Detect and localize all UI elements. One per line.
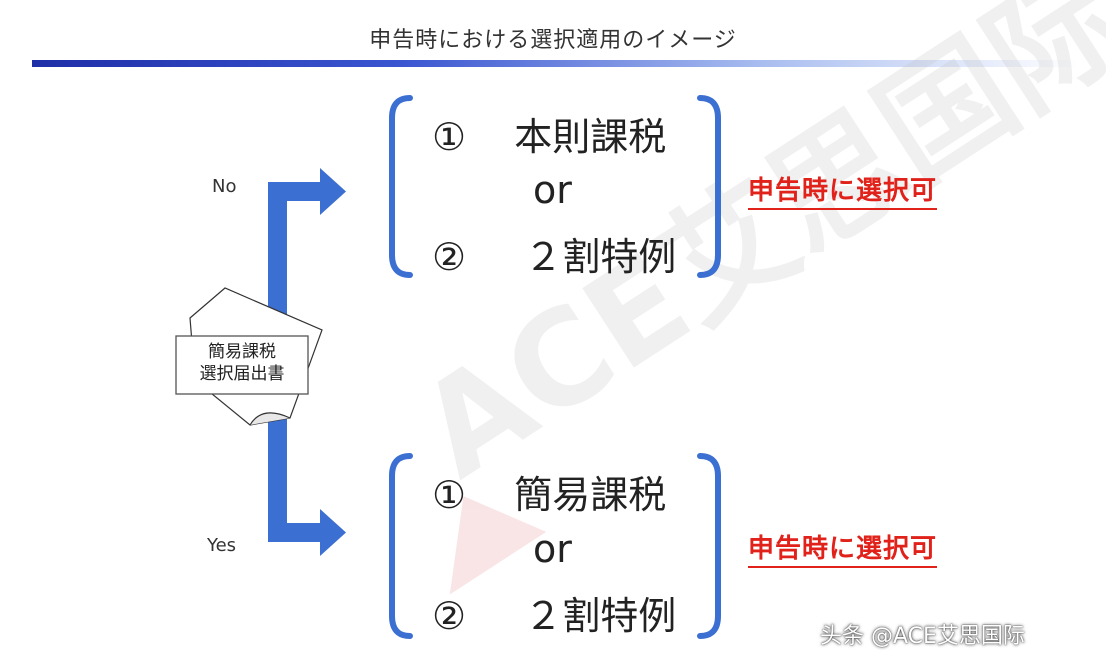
or-text-no: or — [533, 168, 572, 212]
bracket-yes-right — [697, 453, 721, 639]
flow-arrowhead-yes — [320, 509, 346, 556]
option-yes-2-text: ２割特例 — [524, 594, 677, 638]
bracket-yes-left — [389, 453, 413, 639]
watermark-logo-mark — [449, 496, 547, 595]
option-no-1-text: 本則課税 — [514, 115, 667, 159]
document-label-line1: 簡易課税 — [208, 342, 276, 362]
option-no-1-marker: ① — [432, 115, 467, 159]
branch-label-yes: Yes — [207, 535, 237, 556]
title-underline-bar — [32, 60, 1077, 67]
note-yes: 申告時に選択可 — [748, 528, 938, 568]
flow-stem-lower — [268, 405, 287, 542]
option-no-2: ② ２割特例 — [432, 226, 676, 281]
option-yes-1-marker: ① — [432, 473, 467, 517]
option-yes-1: ① 簡易課税 — [432, 464, 666, 519]
diagram-title: 申告時における選択適用のイメージ — [369, 28, 737, 53]
option-yes-2-marker: ② — [432, 594, 467, 638]
flow-stem-upper — [268, 182, 287, 320]
document-label-line2: 選択届出書 — [199, 364, 285, 384]
watermark-credit: 头条 @ACE艾思国际 — [820, 624, 1025, 649]
branch-label-no: No — [212, 176, 237, 197]
document-label-box — [175, 335, 309, 395]
document-label: 簡易課税 選択届出書 — [176, 341, 308, 385]
option-yes-1-text: 簡易課税 — [514, 473, 667, 517]
option-yes-2: ② ２割特例 — [432, 585, 676, 640]
flow-branch-no-line — [268, 182, 322, 201]
flow-arrowhead-no — [320, 168, 346, 215]
flow-branch-yes-line — [268, 523, 322, 542]
or-text-yes: or — [533, 527, 572, 571]
option-no-2-text: ２割特例 — [524, 235, 677, 279]
bracket-no-left — [389, 95, 413, 278]
bracket-no-right — [697, 95, 721, 278]
note-no: 申告時に選択可 — [748, 170, 938, 210]
option-no-1: ① 本則課税 — [432, 106, 666, 161]
option-no-2-marker: ② — [432, 235, 467, 279]
